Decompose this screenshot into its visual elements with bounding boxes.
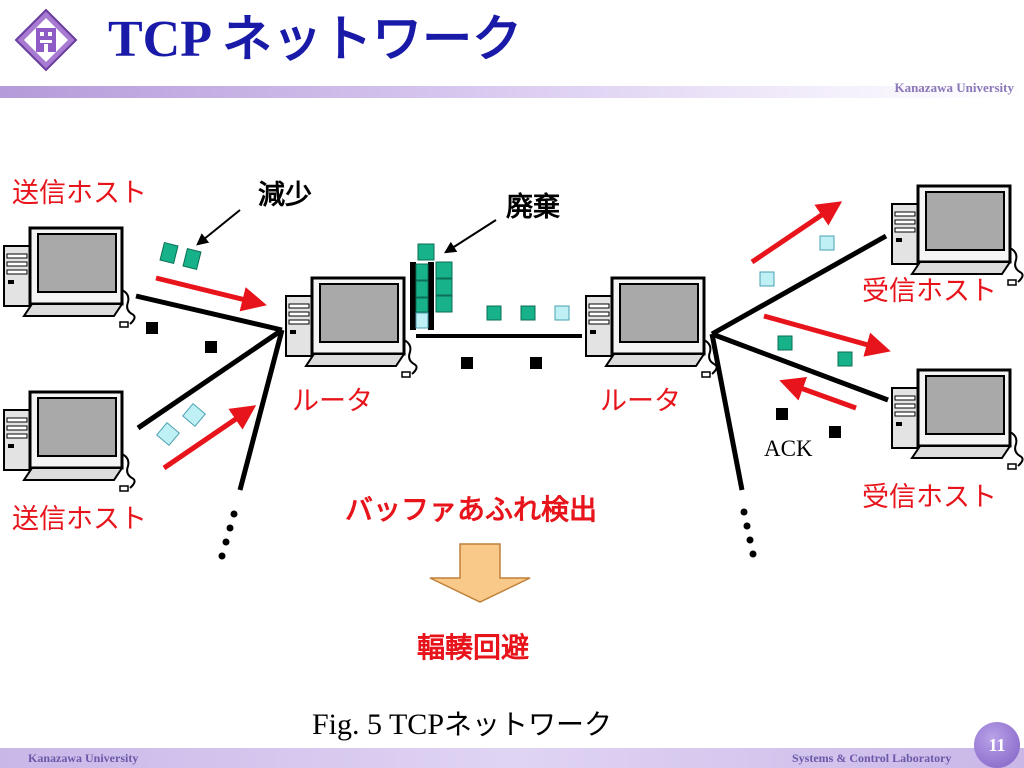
- down-arrow-icon: [429, 543, 531, 603]
- data-packet: [156, 422, 180, 446]
- discard-pointer-arrow: [443, 219, 497, 254]
- link-router2-receiver2: [711, 331, 889, 403]
- buffer-packet: [415, 280, 429, 298]
- sender-host-label-1: 送信ホスト: [12, 178, 147, 209]
- receiver-host-label-2: 受信ホスト: [862, 482, 997, 513]
- caption-prefix: Fig. 5 TCP: [312, 708, 444, 741]
- footer-bar: [0, 748, 1024, 768]
- decrease-pointer-arrow: [196, 209, 241, 246]
- data-packet: [837, 351, 853, 367]
- buffer-packet: [415, 297, 429, 313]
- ack-packet: [776, 408, 788, 420]
- ack-label: ACK: [764, 436, 813, 461]
- router-2-icon: [584, 276, 719, 379]
- data-packet: [182, 403, 206, 427]
- figure-caption: Fig. 5 TCPネットワーク: [312, 703, 612, 743]
- data-packet: [159, 241, 179, 265]
- data-packet: [554, 305, 570, 321]
- packets-sender1: [159, 241, 202, 271]
- receiver-host-2-icon: [890, 368, 1024, 471]
- data-packet: [777, 335, 793, 351]
- more-hosts-ellipsis-left: [218, 510, 238, 560]
- ack-packet: [829, 426, 841, 438]
- ack-packet: [530, 357, 542, 369]
- footer-laboratory: Systems & Control Laboratory: [792, 751, 952, 765]
- sender-host-2-icon: [2, 390, 137, 493]
- data-packet: [819, 235, 835, 251]
- link-sender1-router1: [135, 293, 283, 333]
- buffer-packet: [415, 263, 429, 281]
- flow-arrow-sender2: [162, 405, 257, 471]
- link-more-router1: [237, 329, 285, 491]
- router-label-2: ルータ: [600, 386, 681, 417]
- title-japanese: ネットワーク: [222, 10, 523, 68]
- data-packet: [520, 305, 536, 321]
- header-organization: Kanazawa University: [894, 80, 1014, 95]
- receiver-host-1-icon: [890, 184, 1024, 287]
- data-packet: [759, 271, 775, 287]
- sender-host-label-2: 送信ホスト: [12, 504, 147, 535]
- more-hosts-ellipsis-right: [740, 508, 757, 558]
- receiver-host-label-1: 受信ホスト: [862, 276, 997, 307]
- network-links: [135, 233, 889, 491]
- discard-label: 廃棄: [506, 192, 560, 223]
- ack-flow-arrow: [779, 377, 857, 411]
- university-crest-icon: [14, 8, 78, 72]
- title-latin: TCP: [108, 11, 210, 68]
- router-buffer: [410, 243, 453, 330]
- data-packet: [486, 305, 502, 321]
- sender-host-1-icon: [2, 226, 137, 329]
- flow-arrow-receiver1: [750, 201, 843, 265]
- congestion-avoidance-label: 輻輳回避: [417, 631, 530, 664]
- flow-arrow-sender1: [155, 275, 267, 312]
- decrease-label: 減少: [258, 180, 312, 211]
- link-router2-more: [709, 333, 745, 491]
- discarded-packet: [417, 243, 435, 261]
- packets-sender2: [156, 403, 206, 446]
- page-number-badge: 11: [974, 722, 1020, 768]
- link-sender2-router1: [136, 327, 284, 431]
- caption-suffix: ネットワーク: [444, 708, 613, 741]
- ack-packet: [205, 341, 217, 353]
- data-packet: [182, 247, 202, 271]
- buffer-overflow-label: バッファあふれ検出: [345, 493, 598, 526]
- ack-packet: [146, 322, 158, 334]
- router-1-icon: [284, 276, 419, 379]
- flow-arrow-receiver2: [763, 313, 891, 357]
- link-router2-receiver1: [710, 233, 888, 337]
- ack-packet: [461, 357, 473, 369]
- router-label-1: ルータ: [292, 386, 373, 417]
- footer-organization: Kanazawa University: [28, 751, 139, 765]
- buffer-packet: [435, 295, 453, 313]
- page-title: TCP ネットワーク: [108, 14, 522, 66]
- header-bar: [0, 86, 1024, 98]
- buffer-packet: [415, 312, 429, 329]
- buffer-packet: [435, 261, 453, 279]
- buffer-packet: [435, 278, 453, 296]
